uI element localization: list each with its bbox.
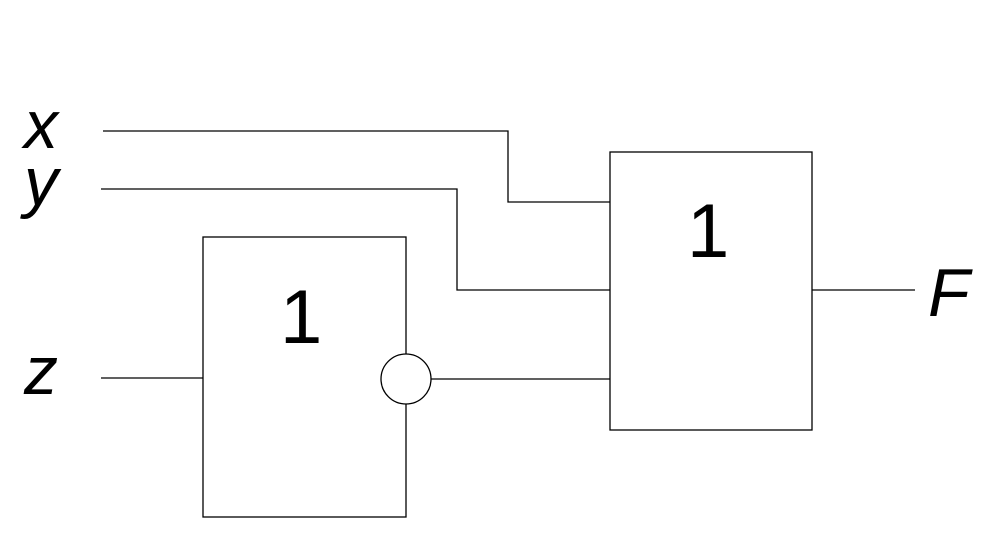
wire-y [101, 188, 610, 291]
inversion-bubble [380, 353, 432, 405]
input-label-z: z [23, 333, 58, 409]
input-label-y: y [20, 144, 62, 220]
not-gate-box [202, 236, 407, 518]
wire-x [103, 130, 610, 203]
output-label-f: F [928, 255, 973, 331]
not-gate-symbol: 1 [280, 275, 322, 360]
or-gate-box [609, 151, 813, 431]
or-gate-symbol: 1 [687, 189, 729, 274]
input-label-x: x [21, 87, 60, 163]
